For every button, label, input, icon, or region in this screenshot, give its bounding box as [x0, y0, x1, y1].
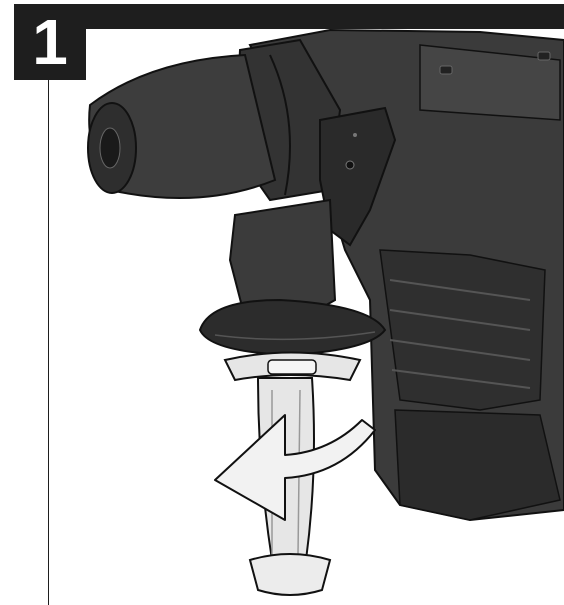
rotate-arrow-icon — [214, 414, 376, 521]
housing-button — [537, 51, 551, 61]
depth-gauge-clamp — [319, 106, 397, 247]
collar-ring — [269, 54, 291, 196]
clamp-screw — [345, 160, 355, 170]
step-number-badge: 1 — [14, 4, 86, 80]
housing-vent-slot — [389, 339, 531, 361]
housing-lower-section — [394, 409, 561, 521]
housing-vent-slot — [389, 279, 531, 301]
side-handle-slot — [267, 359, 317, 375]
housing-upper-ridge — [419, 44, 561, 121]
housing-vent-slot — [391, 369, 531, 389]
chuck-bore — [99, 127, 121, 169]
clamp-pivot — [353, 133, 357, 137]
housing-button — [439, 65, 453, 75]
side-handle-ring-highlight — [214, 331, 376, 341]
housing-vent-panel — [379, 249, 546, 411]
side-handle-ring — [198, 298, 387, 357]
frame-rule — [48, 80, 49, 605]
housing-vent-slot — [389, 309, 531, 331]
header-bar — [14, 4, 564, 29]
side-handle-end-cap — [248, 553, 332, 596]
